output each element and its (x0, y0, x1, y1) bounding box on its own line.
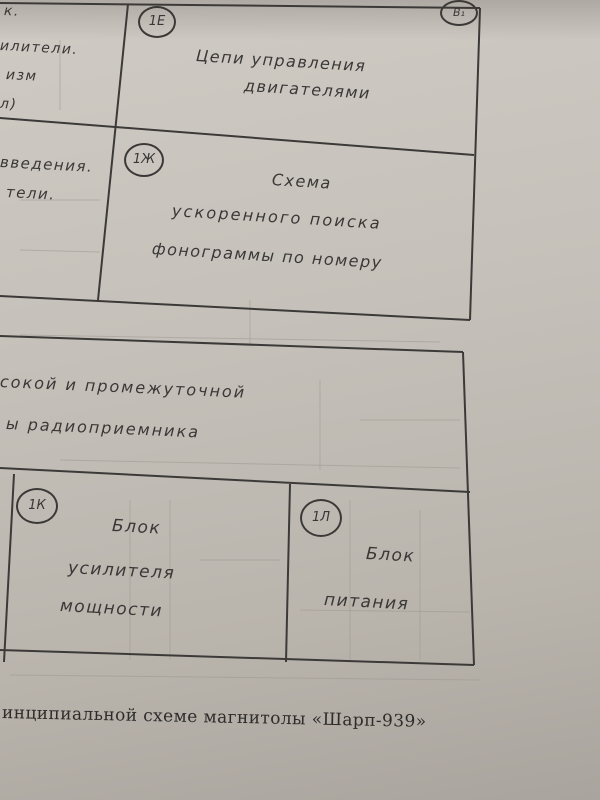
block-1k-id-circle: 1К (16, 488, 58, 524)
top-right-id-circle: В₁ (440, 0, 478, 26)
upper-table (0, 2, 481, 321)
block-1k-line-1: Блок (111, 516, 162, 539)
block-1l-line-1: Блок (365, 544, 416, 567)
block-1e-id-circle: 1Е (138, 6, 176, 38)
top-left-line-1: к. (3, 3, 21, 20)
mid-left-line-2: тели. (5, 183, 56, 204)
top-left-line-4: л) (0, 96, 18, 113)
lower-table (0, 335, 475, 666)
block-1l-id-circle: 1Л (300, 499, 342, 537)
top-left-line-3: изм (5, 67, 38, 85)
block-1zh-id-circle: 1Ж (124, 143, 164, 177)
block-1zh-line-1: Схема (271, 170, 333, 193)
show-through-lines (9, 40, 481, 681)
